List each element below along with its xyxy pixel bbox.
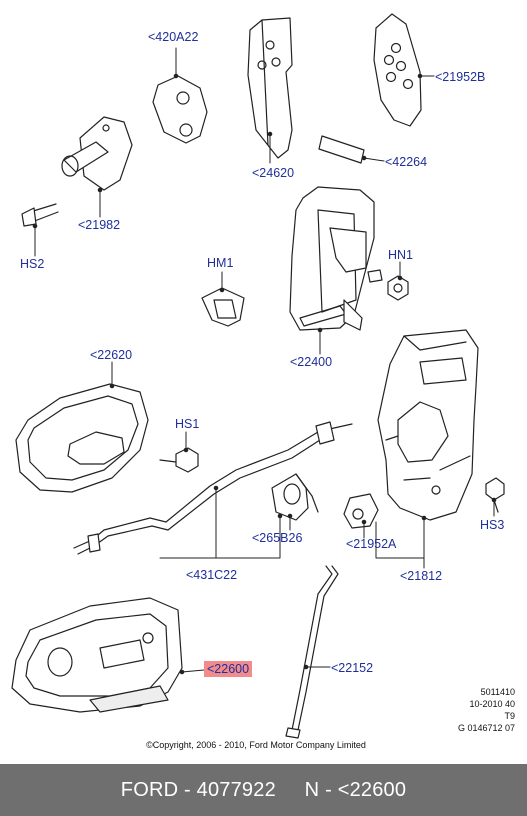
part-24620-bracket: [247, 17, 293, 159]
leader-lines: [32, 47, 497, 675]
callout-24620[interactable]: <24620: [252, 166, 295, 180]
part-HM1-clip: [201, 287, 245, 327]
part-22620-bezel: [15, 383, 149, 493]
part-HS1-screw: [159, 447, 199, 473]
parts-diagram: [11, 13, 505, 739]
callout-265B26[interactable]: <265B26: [252, 531, 303, 545]
callout-21812[interactable]: <21812: [400, 569, 443, 583]
part-HS2-screw: [21, 203, 59, 227]
callout-420A22[interactable]: <420A22: [148, 30, 199, 44]
reference-line-2: 10-2010 40: [469, 699, 515, 709]
part-21812-latch: [377, 329, 479, 521]
part-21982-hinge: [61, 116, 133, 191]
part-42264-strip: [318, 135, 365, 164]
callout-21982[interactable]: <21982: [78, 218, 121, 232]
reference-line-3: T9: [504, 711, 515, 721]
part-22152-rod: [285, 565, 339, 739]
part-22600-handle: [11, 597, 183, 713]
part-HS3-screw: [485, 477, 505, 513]
callout-21952A[interactable]: <21952A: [346, 537, 397, 551]
part-22400-handle: [289, 186, 383, 331]
footer-part-caption: FORD - 4077922 N - <22600: [0, 764, 527, 816]
reference-line-4: G 0146712 07: [457, 723, 515, 733]
part-431C22-cable: [73, 421, 353, 555]
callout-HS1[interactable]: HS1: [175, 417, 200, 431]
callout-HS2[interactable]: HS2: [20, 257, 45, 271]
callout-22400[interactable]: <22400: [290, 355, 333, 369]
copyright-notice: ©Copyright, 2006 - 2010, Ford Motor Comp…: [146, 740, 366, 750]
diagram-reference-block: 5011410 10-2010 40 T9 G 0146712 07: [458, 686, 515, 734]
part-HN1-nut: [387, 275, 409, 301]
callout-431C22[interactable]: <431C22: [186, 568, 238, 582]
part-21952B-seal: [373, 13, 422, 127]
callout-42264[interactable]: <42264: [385, 155, 428, 169]
callout-HS3[interactable]: HS3: [480, 518, 505, 532]
callout-HN1[interactable]: HN1: [388, 248, 414, 262]
part-265B26-clip: [271, 473, 319, 521]
callout-21952B[interactable]: <21952B: [435, 70, 486, 84]
callout-22600-highlighted[interactable]: <22600: [204, 661, 253, 677]
part-21952A-actuator: [343, 493, 379, 529]
part-420A22-plate: [152, 75, 208, 144]
callout-HM1[interactable]: HM1: [207, 256, 234, 270]
reference-line-1: 5011410: [480, 687, 515, 697]
callout-22620[interactable]: <22620: [90, 348, 133, 362]
callout-22152[interactable]: <22152: [331, 661, 374, 675]
